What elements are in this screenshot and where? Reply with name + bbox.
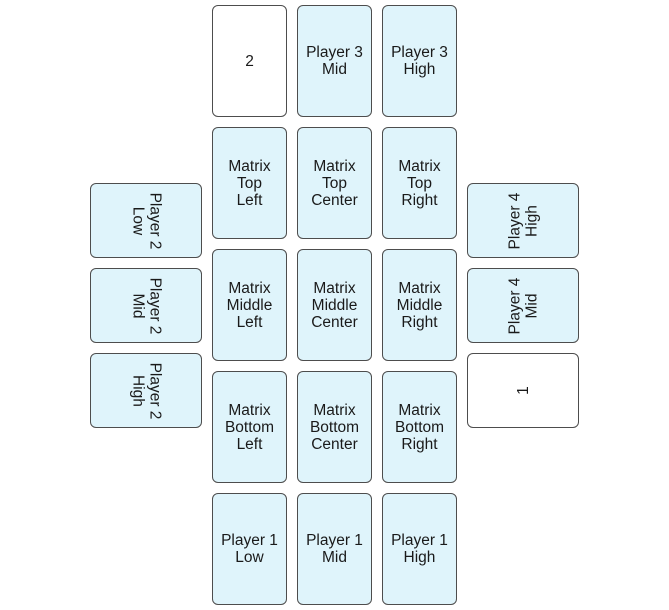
card-label: Matrix Middle Center (311, 279, 358, 331)
card-label: Matrix Top Left (228, 157, 271, 209)
card-label: Player 1 High (391, 532, 448, 566)
card-label: Player 1 Mid (306, 532, 363, 566)
card-label: Player 3 High (391, 44, 448, 78)
card-matrix-top-left[interactable]: Matrix Top Left (212, 127, 287, 239)
card-player2-low[interactable]: Player 2 Low (90, 183, 202, 258)
card-label: Player 4 High (506, 192, 540, 249)
card-player4-low[interactable]: 1 (467, 353, 579, 428)
card-player3-mid[interactable]: Player 3 Mid (297, 5, 372, 117)
card-label: Player 1 Low (221, 532, 278, 566)
card-matrix-bottom-center[interactable]: Matrix Bottom Center (297, 371, 372, 483)
card-player3-low[interactable]: 2 (212, 5, 287, 117)
card-label: Matrix Top Center (311, 157, 358, 209)
card-matrix-top-center[interactable]: Matrix Top Center (297, 127, 372, 239)
card-label: Player 2 Mid (129, 277, 163, 334)
card-label: Matrix Bottom Right (394, 401, 445, 453)
card-label: Matrix Bottom Center (309, 401, 360, 453)
card-player2-mid[interactable]: Player 2 Mid (90, 268, 202, 343)
card-label: Player 3 Mid (306, 44, 363, 78)
card-player1-mid[interactable]: Player 1 Mid (297, 493, 372, 605)
card-matrix-bottom-left[interactable]: Matrix Bottom Left (212, 371, 287, 483)
card-matrix-middle-center[interactable]: Matrix Middle Center (297, 249, 372, 361)
card-player1-high[interactable]: Player 1 High (382, 493, 457, 605)
card-player3-high[interactable]: Player 3 High (382, 5, 457, 117)
card-player1-low[interactable]: Player 1 Low (212, 493, 287, 605)
card-label: 2 (245, 52, 254, 70)
card-label: Matrix Middle Right (396, 279, 443, 331)
card-label: Matrix Bottom Left (224, 401, 275, 453)
card-label: Matrix Middle Left (226, 279, 273, 331)
card-matrix-bottom-right[interactable]: Matrix Bottom Right (382, 371, 457, 483)
card-matrix-middle-right[interactable]: Matrix Middle Right (382, 249, 457, 361)
card-matrix-middle-left[interactable]: Matrix Middle Left (212, 249, 287, 361)
card-label: Matrix Top Right (398, 157, 441, 209)
card-player4-high[interactable]: Player 4 High (467, 183, 579, 258)
card-matrix-top-right[interactable]: Matrix Top Right (382, 127, 457, 239)
card-label: Player 2 High (129, 362, 163, 419)
card-label: Player 2 Low (129, 192, 163, 249)
card-label: Player 4 Mid (506, 277, 540, 334)
card-player2-high[interactable]: Player 2 High (90, 353, 202, 428)
card-player4-mid[interactable]: Player 4 Mid (467, 268, 579, 343)
card-label: 1 (514, 386, 532, 395)
